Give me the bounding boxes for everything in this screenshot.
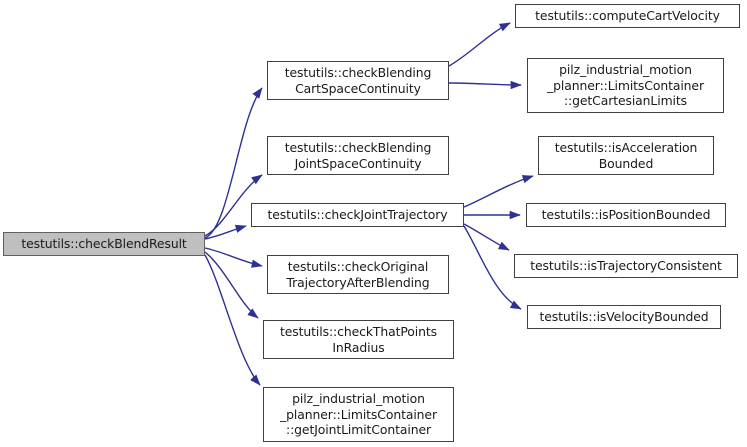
edge-checkBlendResult-to-getJointLimitContainer bbox=[204, 254, 261, 386]
graph-node-checkThatPointsInRadius[interactable]: testutils::checkThatPoints InRadius bbox=[263, 320, 454, 359]
graph-node-isPositionBounded[interactable]: testutils::isPositionBounded bbox=[526, 203, 726, 227]
graph-node-label: testutils::checkOriginal TrajectoryAfter… bbox=[286, 259, 430, 290]
graph-node-label: testutils::computeCartVelocity bbox=[535, 8, 720, 24]
graph-node-checkOriginalTrajectoryAfterBlending[interactable]: testutils::checkOriginal TrajectoryAfter… bbox=[267, 255, 449, 294]
graph-node-checkJointTrajectory[interactable]: testutils::checkJointTrajectory bbox=[251, 203, 464, 227]
graph-node-label: testutils::checkBlending CartSpaceContin… bbox=[284, 65, 432, 96]
edge-checkBlendResult-to-checkOriginalTrajectoryAfterBlending bbox=[204, 247, 263, 268]
graph-node-getJointLimitContainer[interactable]: pilz_industrial_motion _planner::LimitsC… bbox=[263, 387, 454, 442]
graph-node-label: testutils::isPositionBounded bbox=[541, 207, 711, 223]
graph-node-label: pilz_industrial_motion _planner::LimitsC… bbox=[280, 391, 437, 438]
graph-node-checkBlendingJointSpaceContinuity[interactable]: testutils::checkBlending JointSpaceConti… bbox=[267, 136, 449, 175]
graph-node-checkBlendResult[interactable]: testutils::checkBlendResult bbox=[3, 232, 205, 256]
graph-node-checkBlendingCartSpaceContinuity[interactable]: testutils::checkBlending CartSpaceContin… bbox=[267, 61, 449, 100]
graph-node-label: pilz_industrial_motion _planner::LimitsC… bbox=[547, 62, 704, 109]
edge-checkBlendResult-to-checkThatPointsInRadius bbox=[204, 251, 259, 319]
graph-node-label: testutils::checkThatPoints InRadius bbox=[280, 324, 437, 355]
graph-node-getCartesianLimits[interactable]: pilz_industrial_motion _planner::LimitsC… bbox=[527, 58, 724, 113]
edge-checkJointTrajectory-to-isTrajectoryConsistent bbox=[463, 223, 510, 251]
graph-node-computeCartVelocity[interactable]: testutils::computeCartVelocity bbox=[515, 4, 740, 28]
edge-checkBlendingCartSpaceContinuity-to-getCartesianLimits bbox=[448, 80, 522, 90]
edge-checkBlendingCartSpaceContinuity-to-computeCartVelocity bbox=[448, 22, 511, 67]
graph-node-label: testutils::isTrajectoryConsistent bbox=[530, 258, 722, 274]
graph-node-label: testutils::isVelocityBounded bbox=[539, 309, 709, 325]
graph-node-isTrajectoryConsistent[interactable]: testutils::isTrajectoryConsistent bbox=[514, 254, 738, 278]
graph-node-label: testutils::isAcceleration Bounded bbox=[554, 140, 698, 171]
edge-checkJointTrajectory-to-isAccelerationBounded bbox=[463, 175, 534, 208]
graph-node-label: testutils::checkBlendResult bbox=[21, 236, 187, 252]
edge-checkBlendResult-to-checkJointTrajectory bbox=[204, 224, 247, 240]
graph-node-label: testutils::checkBlending JointSpaceConti… bbox=[284, 140, 432, 171]
graph-node-isAccelerationBounded[interactable]: testutils::isAcceleration Bounded bbox=[538, 136, 714, 175]
edge-checkJointTrajectory-to-isVelocityBounded bbox=[463, 225, 522, 310]
graph-node-isVelocityBounded[interactable]: testutils::isVelocityBounded bbox=[527, 305, 721, 329]
graph-node-label: testutils::checkJointTrajectory bbox=[267, 207, 448, 223]
